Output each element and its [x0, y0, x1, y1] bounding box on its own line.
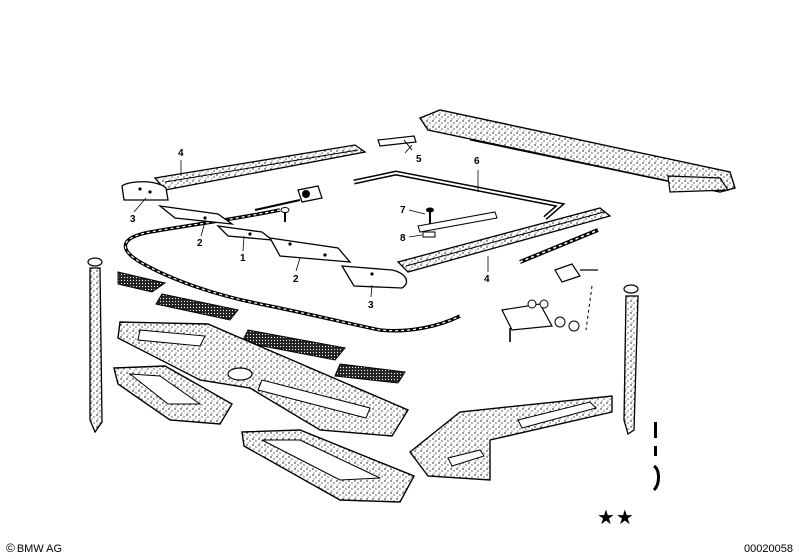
copyright-symbol: © [6, 541, 15, 555]
headliner-panel-right [409, 395, 613, 481]
plate-part-2-right [268, 237, 352, 263]
callout-4-upper: 4 [178, 148, 184, 159]
drive-motor [254, 185, 323, 211]
copyright-footer: ©BMW AG [6, 541, 62, 555]
frame-seal-part-6 [353, 170, 566, 220]
drain-tube-right [623, 284, 639, 436]
screw [280, 207, 290, 222]
callout-3-right: 3 [368, 300, 374, 311]
leader-lines [133, 144, 489, 298]
linkage-hardware [501, 263, 598, 342]
wind-deflector-bar [418, 109, 736, 193]
headliner-panel-lower-left [113, 365, 233, 425]
drain-tube-left [87, 257, 103, 434]
callout-3-left: 3 [130, 214, 136, 225]
bracket-part-3-left [121, 181, 169, 201]
bracket-part-3-right [340, 265, 408, 289]
callout-2-right: 2 [293, 274, 299, 285]
callout-4-lower: 4 [484, 274, 490, 285]
stars-marker: ★★ [597, 505, 635, 529]
callout-1: 1 [240, 253, 246, 264]
document-number: 00020058 [744, 543, 793, 555]
screw-part-7 [426, 207, 434, 224]
headliner-panel-upper [117, 321, 410, 437]
drive-cable [123, 208, 599, 333]
edge-fragment [652, 422, 660, 492]
guide-rail-left-part-4 [153, 144, 367, 191]
callout-7: 7 [400, 205, 406, 216]
clip-part-5 [377, 135, 417, 151]
headliner-panel-lower-center [241, 429, 415, 503]
copyright-text: BMW AG [16, 543, 63, 555]
perforated-strip [117, 271, 406, 384]
nut-part-8 [422, 231, 436, 238]
callout-8: 8 [400, 233, 406, 244]
callout-5: 5 [416, 154, 422, 165]
callout-2-left: 2 [197, 238, 203, 249]
guide-rail-right-part-4 [396, 207, 612, 273]
callout-6: 6 [474, 156, 480, 167]
